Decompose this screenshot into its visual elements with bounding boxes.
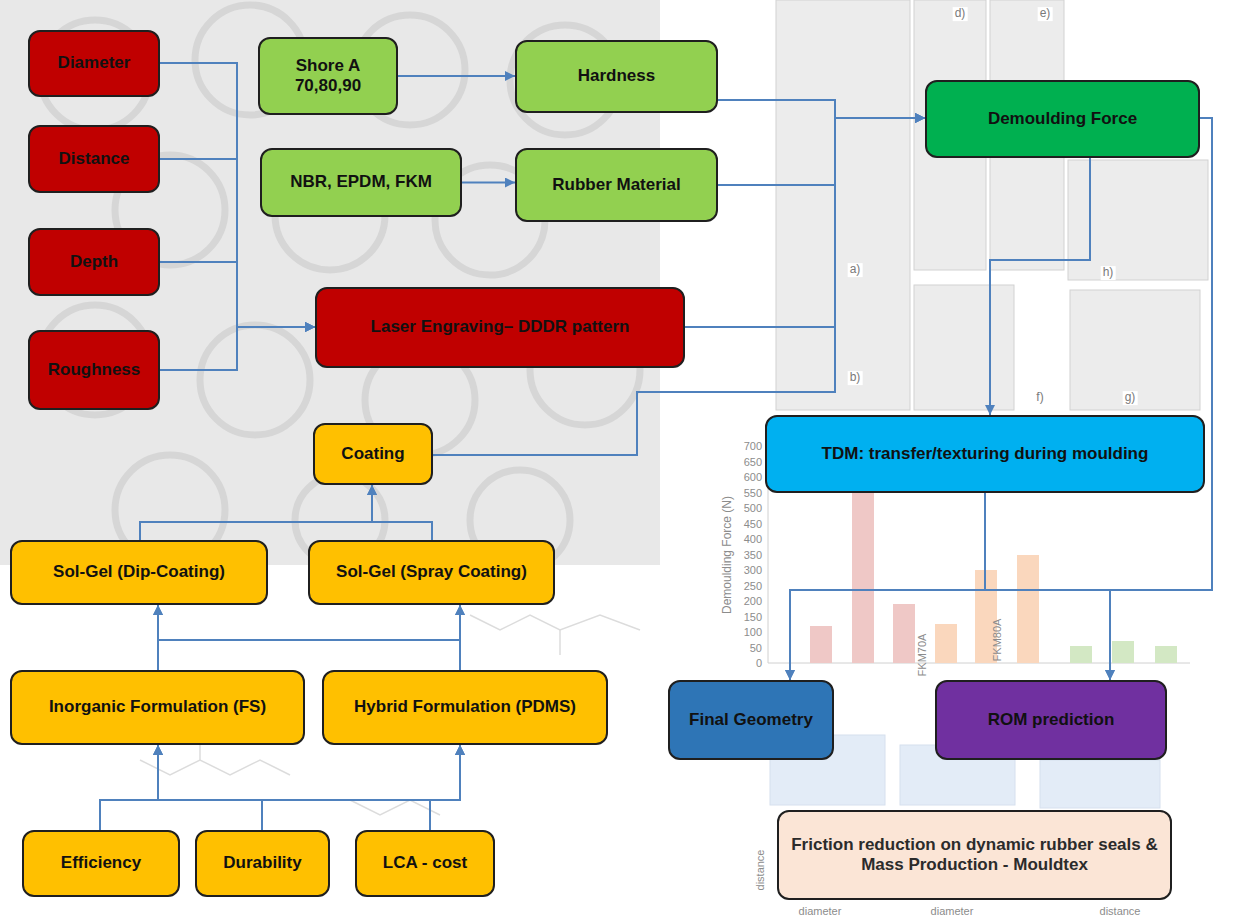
node-label: Coating [341, 444, 404, 464]
coating-box: Sol-Gel (Dip-Coating) [10, 540, 268, 605]
node-label: Diameter [58, 53, 131, 73]
connector-arrow [985, 493, 1110, 680]
material-box: Shore A 70,80,90 [258, 37, 398, 115]
axis-tick: 0 [756, 657, 762, 670]
connector-arrow [140, 485, 372, 540]
result-box: Demoulding Force [925, 80, 1200, 158]
axis-tick: 600 [744, 471, 762, 484]
node-label: ROM prediction [988, 710, 1115, 730]
connector-arrow [430, 745, 460, 830]
node-label: Distance [59, 149, 130, 169]
axis-title: Demoulding Force (N) [721, 496, 735, 614]
coating-box: Inorganic Formulation (FS) [10, 670, 305, 745]
node-label: Shore A 70,80,90 [270, 56, 386, 97]
node-label: Friction reduction on dynamic rubber sea… [789, 835, 1160, 876]
axis-tick: 150 [744, 610, 762, 623]
axis-title: diameter [799, 905, 842, 918]
category-label: FKM70A [916, 634, 929, 677]
node-label: Demoulding Force [988, 109, 1137, 129]
material-box: Rubber Material [515, 148, 718, 222]
axis-tick: 200 [744, 595, 762, 608]
connector-arrow [100, 745, 460, 830]
output-box: ROM prediction [935, 680, 1167, 760]
connector-arrow [718, 100, 925, 118]
axis-tick: 450 [744, 517, 762, 530]
panel-label: h) [1101, 266, 1116, 280]
connector-arrow [160, 262, 315, 327]
axis-tick: 700 [744, 440, 762, 453]
panel-label: g) [1123, 391, 1138, 405]
axis-tick: 100 [744, 626, 762, 639]
panel-label: b) [848, 371, 863, 385]
node-label: Laser Engraving– DDDR pattern [371, 317, 630, 337]
node-label: Efficiency [61, 853, 141, 873]
connector-arrow [158, 605, 460, 670]
coating-box: LCA - cost [355, 830, 495, 897]
coating-box: Coating [313, 423, 433, 485]
node-label: Final Geometry [689, 710, 813, 730]
connector-arrow [790, 118, 1212, 680]
node-label: Hardness [578, 66, 655, 86]
panel-label: d) [953, 7, 968, 21]
connector-arrow [372, 485, 432, 540]
parameter-box: Distance [28, 125, 160, 193]
node-label: TDM: transfer/texturing during moulding [822, 444, 1149, 464]
parameter-box: Diameter [28, 30, 160, 97]
connector-arrow [100, 745, 158, 830]
connector-arrow [158, 745, 430, 830]
node-label: LCA - cost [383, 853, 467, 873]
axis-tick: 50 [750, 641, 762, 654]
material-box: NBR, EPDM, FKM [260, 148, 462, 217]
connector-arrow [160, 327, 315, 370]
connector-arrow [790, 493, 985, 680]
node-label: Roughness [48, 360, 141, 380]
connector-arrow [262, 745, 460, 830]
coating-box: Durability [195, 830, 330, 897]
photo-panels [776, 0, 1208, 410]
node-label: Sol-Gel (Dip-Coating) [53, 562, 225, 582]
axis-tick: 300 [744, 564, 762, 577]
process-box: Laser Engraving– DDDR pattern [315, 287, 685, 368]
node-label: Sol-Gel (Spray Coating) [336, 562, 527, 582]
node-label: Depth [70, 252, 118, 272]
axis-title: diameter [931, 905, 974, 918]
coating-box: Efficiency [22, 830, 180, 897]
connector-arrow [718, 118, 925, 185]
coating-box: Sol-Gel (Spray Coating) [308, 540, 555, 605]
panel-label: f) [1034, 391, 1045, 405]
parameter-box: Roughness [28, 330, 160, 410]
node-label: Rubber Material [552, 175, 680, 195]
axis-tick: 400 [744, 533, 762, 546]
node-label: Hybrid Formulation (PDMS) [354, 697, 576, 717]
panel-label: e) [1038, 7, 1053, 21]
axis-tick: 250 [744, 579, 762, 592]
connector-arrow [462, 182, 515, 184]
process-box: TDM: transfer/texturing during moulding [765, 415, 1205, 493]
connector-arrow [158, 605, 460, 670]
axis-title: distance [754, 850, 767, 891]
material-box: Hardness [515, 40, 718, 113]
connector-arrow [990, 158, 1090, 415]
coating-box: Hybrid Formulation (PDMS) [322, 670, 608, 745]
connector-arrow [1110, 118, 1212, 680]
axis-tick: 350 [744, 548, 762, 561]
output-box: Final Geometry [668, 680, 834, 760]
node-label: Durability [223, 853, 301, 873]
parameter-box: Depth [28, 228, 160, 296]
goal-box: Friction reduction on dynamic rubber sea… [777, 810, 1172, 900]
node-label: NBR, EPDM, FKM [290, 172, 432, 192]
axis-title: distance [1100, 905, 1141, 918]
category-label: FKM80A [991, 619, 1004, 662]
axis-tick: 650 [744, 455, 762, 468]
node-label: Inorganic Formulation (FS) [49, 697, 266, 717]
panel-label: a) [848, 263, 863, 277]
connector-arrow [158, 745, 262, 830]
axis-tick: 500 [744, 502, 762, 515]
axis-tick: 550 [744, 486, 762, 499]
connector-arrow [685, 118, 925, 327]
connector-arrow [398, 75, 515, 77]
